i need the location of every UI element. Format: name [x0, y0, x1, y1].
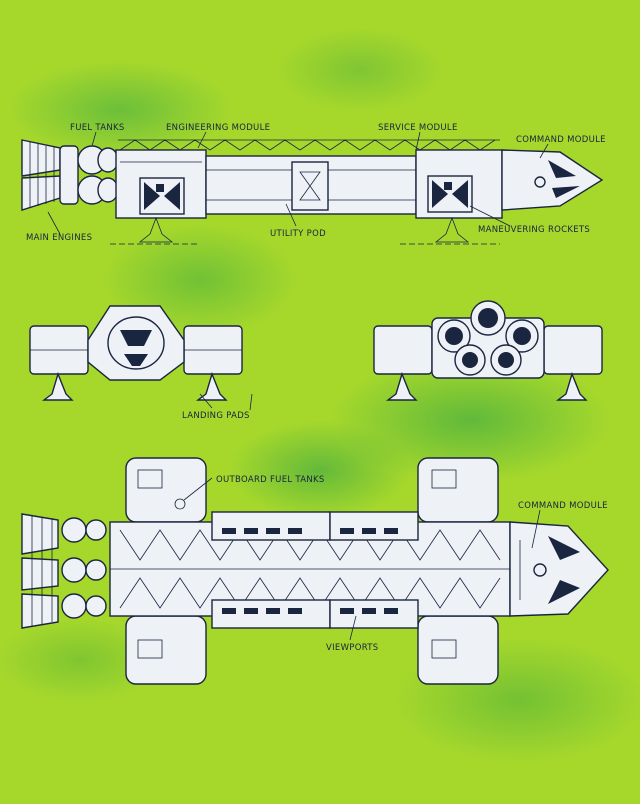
- outboard-tank-rear-left: [125, 457, 207, 523]
- command-module: [501, 149, 604, 211]
- main-engines: [21, 139, 61, 211]
- label-engineering-module: ENGINEERING MODULE: [166, 123, 270, 133]
- side-view: [21, 139, 604, 245]
- label-main-engines: MAIN ENGINES: [26, 233, 92, 243]
- label-landing-pads: LANDING PADS: [182, 411, 250, 421]
- command-module-top: [509, 521, 609, 617]
- label-command-module-bottom: COMMAND MODULE: [518, 501, 608, 511]
- leader-lines: [47, 131, 549, 641]
- fuel-tanks: [59, 145, 119, 205]
- front-end-view: [373, 300, 603, 401]
- engineering-module: [115, 149, 207, 219]
- label-command-module-top: COMMAND MODULE: [516, 135, 606, 145]
- label-maneuvering-rockets: MANEUVERING ROCKETS: [478, 225, 590, 235]
- label-fuel-tanks: FUEL TANKS: [70, 123, 125, 133]
- utility-pod: [291, 161, 329, 211]
- viewports: [211, 511, 419, 629]
- label-service-module: SERVICE MODULE: [378, 123, 458, 133]
- outboard-tank-front-right: [417, 615, 499, 685]
- outboard-tank-front-left: [417, 457, 499, 523]
- label-outboard-fuel-tanks: OUTBOARD FUEL TANKS: [216, 475, 325, 485]
- top-view: [21, 457, 609, 685]
- service-module: [415, 149, 503, 219]
- label-utility-pod: UTILITY POD: [270, 229, 326, 239]
- callout-labels: FUEL TANKS ENGINEERING MODULE SERVICE MO…: [26, 123, 608, 653]
- rear-end-view: [29, 305, 243, 401]
- landing-legs: [138, 216, 470, 243]
- label-viewports: VIEWPORTS: [326, 643, 379, 653]
